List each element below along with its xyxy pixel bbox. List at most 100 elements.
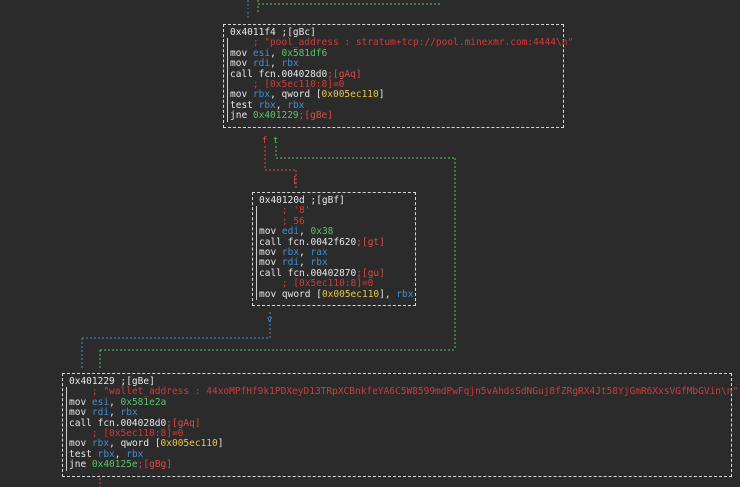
asm-mnemonic: test (69, 448, 98, 460)
asm-operand: rbx (252, 89, 271, 101)
line-gutter (256, 237, 257, 248)
line-gutter (66, 418, 67, 429)
asm-operand: rdi (91, 407, 110, 419)
edge-label-true: t (273, 136, 278, 146)
block-header: 0x4011f4 ;[gBc] (230, 27, 316, 38)
asm-mnemonic: call (230, 68, 259, 80)
basic-block-0x4011f4[interactable]: 0x4011f4 ;[gBc] ; "pool_address : stratu… (223, 24, 573, 128)
line-gutter (256, 216, 257, 228)
asm-mnemonic: call (259, 267, 288, 279)
asm-separator: ] (378, 89, 385, 101)
asm-operand: rbx (281, 58, 299, 70)
asm-line[interactable]: ; 56 (256, 216, 409, 228)
asm-line[interactable]: mov esi, 0x581df6 (227, 47, 557, 60)
asm-separator: , (299, 257, 311, 269)
asm-operand: rbx (120, 407, 138, 419)
edge-arrow-false: [ (292, 176, 297, 186)
asm-line[interactable]: ; [0x5ec110:8]=0 (256, 278, 409, 290)
asm-mnemonic: mov (230, 89, 253, 101)
asm-address: 0x005ec110 (321, 89, 379, 101)
line-gutter (227, 48, 228, 60)
asm-mnemonic: mov (259, 246, 282, 258)
asm-line[interactable]: mov rbx, qword [0x005ec110] (227, 89, 557, 101)
asm-line[interactable]: mov rbx, qword [0x005ec110] (66, 438, 725, 450)
asm-operand: 0x581e2a (120, 396, 167, 408)
asm-mnemonic: mov (259, 257, 282, 269)
asm-mnemonic: test (230, 99, 259, 111)
asm-operand: rbx (310, 257, 328, 269)
asm-line[interactable]: call fcn.004028d0;[gAq] (66, 418, 725, 429)
line-gutter (256, 258, 257, 269)
asm-comment: ; [0x5ec110:8]=0 (230, 78, 345, 90)
line-gutter (227, 59, 228, 70)
line-gutter (66, 449, 67, 461)
edge-incoming-top (247, 0, 440, 20)
line-gutter (227, 69, 228, 80)
asm-operand: rbx (126, 448, 144, 460)
line-gutter (66, 397, 67, 409)
asm-comment: ; [0x5ec110:8]=0 (259, 278, 374, 290)
asm-line[interactable]: test rbx, rbx (66, 448, 725, 461)
asm-line[interactable]: call fcn.0042f620;[gt] (256, 236, 409, 248)
line-gutter (256, 247, 257, 259)
asm-line[interactable]: mov qword [0x005ec110], rbx (256, 288, 413, 300)
asm-operand: esi (252, 47, 271, 59)
edge-arrow-down: v (267, 315, 272, 325)
edge-label-false: f (262, 136, 267, 146)
asm-separator: , (109, 396, 121, 408)
asm-operand: 0x38 (310, 226, 334, 238)
asm-operand: rbx (287, 99, 305, 111)
asm-line[interactable]: mov rdi, rbx (227, 58, 557, 70)
asm-separator: , (299, 246, 311, 258)
asm-operand: rdi (281, 257, 300, 269)
asm-operand: rbx (281, 246, 300, 258)
asm-line[interactable]: call fcn.004028d0;[gAq] (227, 68, 557, 80)
asm-line[interactable]: test rbx, rbx (227, 99, 557, 112)
asm-xref-label: ;[gu] (356, 267, 385, 279)
asm-line[interactable]: mov rdi, rbx (256, 257, 409, 269)
asm-operand: rbx (396, 288, 414, 300)
line-gutter (256, 268, 257, 280)
asm-separator: ], (379, 288, 397, 300)
basic-block-0x401229[interactable]: 0x401229 ;[gBe] ; "wallet_address : 44xo… (62, 373, 738, 477)
asm-mnemonic: mov (230, 47, 253, 59)
asm-separator: , (109, 407, 121, 419)
asm-line[interactable]: jne 0x40125e;[gBg] (66, 459, 725, 471)
asm-mnemonic: mov (259, 288, 282, 300)
asm-line[interactable]: ; '8' (256, 206, 409, 217)
line-gutter (66, 439, 67, 450)
asm-separator: , qword [ (109, 438, 161, 450)
asm-address: 0x005ec110 (321, 288, 380, 300)
line-gutter (256, 227, 257, 238)
asm-comment: ; "pool_address : stratum+tcp://pool.min… (230, 37, 574, 49)
asm-mnemonic: jne (69, 459, 92, 471)
asm-line[interactable]: mov rdi, rbx (66, 407, 725, 419)
asm-separator: , (275, 99, 288, 111)
asm-operand: edi (281, 226, 300, 238)
asm-mnemonic: mov (230, 58, 253, 70)
asm-operand: rdi (252, 58, 271, 70)
line-gutter (227, 38, 228, 49)
asm-xref-label: ;[gAq] (327, 68, 362, 80)
asm-line[interactable]: mov rbx, rax (256, 246, 409, 259)
asm-operand: rbx (97, 448, 115, 460)
asm-mnemonic: jne (230, 110, 253, 122)
asm-line[interactable]: ; [0x5ec110:8]=0 (66, 428, 725, 440)
asm-line[interactable]: call fcn.00402870;[gu] (256, 267, 409, 280)
asm-mnemonic: mov (69, 438, 92, 450)
asm-line[interactable]: ; "wallet_address : 44xoMPfHf9k1PDXeyD13… (66, 387, 738, 398)
asm-mnemonic: mov (69, 396, 92, 408)
asm-line[interactable]: ; "pool_address : stratum+tcp://pool.min… (227, 38, 573, 49)
asm-mnemonic: call (259, 236, 288, 248)
asm-line[interactable]: mov esi, 0x581e2a (66, 396, 725, 409)
asm-line[interactable]: jne 0x401229;[gBe] (227, 110, 557, 122)
asm-line[interactable]: ; [0x5ec110:8]=0 (227, 78, 557, 91)
asm-operand: rax (310, 246, 328, 258)
asm-line[interactable]: mov edi, 0x38 (256, 226, 409, 238)
asm-xref-label: ;[gt] (356, 236, 385, 248)
line-gutter (227, 79, 228, 91)
asm-separator: ] (217, 438, 224, 450)
asm-separator: , (114, 448, 127, 460)
